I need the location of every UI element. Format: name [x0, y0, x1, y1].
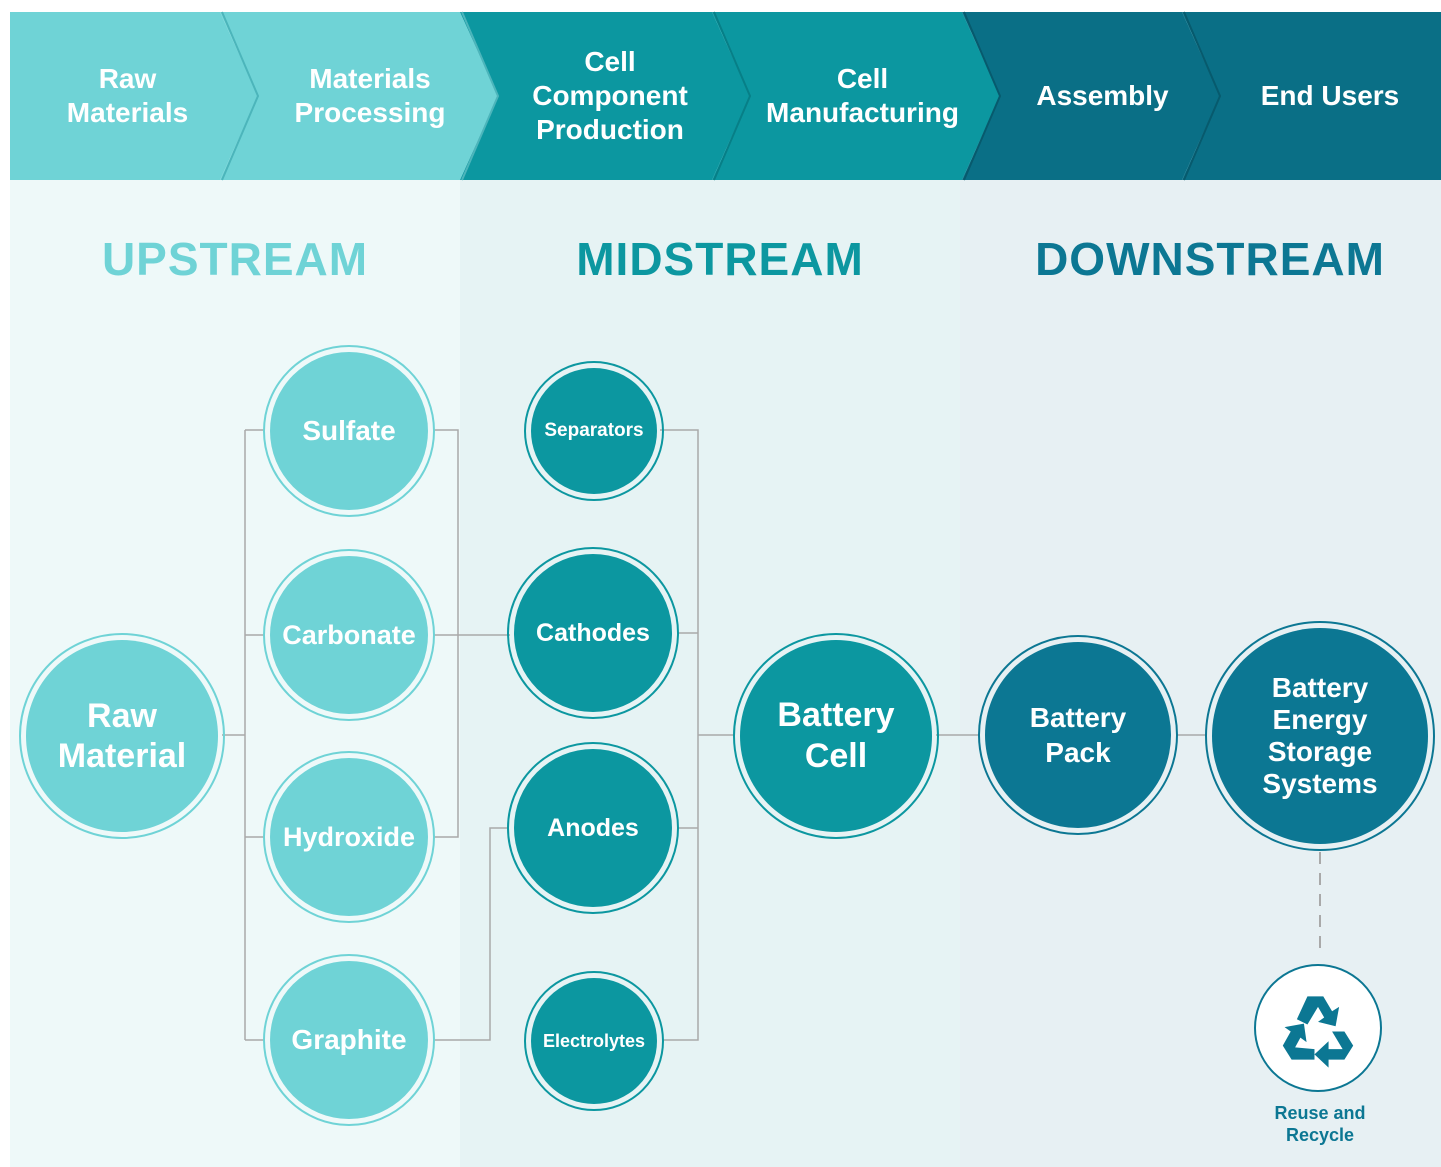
- node-anodes: Anodes: [507, 742, 679, 914]
- stage-label-materials-processing: Materials Processing: [294, 63, 446, 128]
- stage-arrow-raw-materials: [10, 12, 258, 180]
- stage-arrow-cell-component-production: [460, 12, 750, 180]
- node-electrolytes: Electrolytes: [524, 971, 664, 1111]
- node-separators-label: Separators: [544, 420, 644, 441]
- stage-arrow-materials-processing: [220, 12, 498, 180]
- node-sulfate-label: Sulfate: [302, 415, 396, 446]
- node-battery-cell-label: Battery Cell: [777, 696, 895, 775]
- node-graphite: Graphite: [263, 954, 435, 1126]
- node-battery-pack-label: Battery Pack: [1029, 702, 1127, 768]
- stage-label-end-users: End Users: [1260, 80, 1400, 111]
- stage-label-assembly: Assembly: [1036, 80, 1169, 111]
- node-separators: Separators: [524, 361, 664, 501]
- recycle-label: Reuse and Recycle: [1274, 1103, 1366, 1145]
- node-raw-material: Raw Material: [19, 633, 225, 839]
- stage-label-cell-manufacturing: Cell Manufacturing: [766, 63, 959, 128]
- stage-arrow-end-users: [1182, 12, 1441, 180]
- node-hydroxide-label: Hydroxide: [282, 821, 416, 852]
- stage-arrow-assembly: [962, 12, 1220, 180]
- node-raw-material-label: Raw Material: [57, 697, 187, 775]
- recycle-icon: [1282, 996, 1354, 1068]
- node-sulfate: Sulfate: [263, 345, 435, 517]
- midstream-title: MIDSTREAM: [576, 233, 864, 285]
- node-hydroxide: Hydroxide: [263, 751, 435, 923]
- node-electrolytes-label: Electrolytes: [542, 1030, 646, 1051]
- node-cathodes-label: Cathodes: [536, 618, 650, 647]
- stage-label-cell-component-production: Cell Component Production: [532, 46, 688, 145]
- node-anodes-label: Anodes: [547, 813, 639, 842]
- connector-lines: [222, 429, 1206, 1041]
- downstream-title: DOWNSTREAM: [1035, 233, 1385, 285]
- node-battery-energy-storage-systems: Battery Energy Storage Systems: [1205, 621, 1435, 851]
- node-cathodes: Cathodes: [507, 547, 679, 719]
- stage-arrow-cell-manufacturing: [712, 12, 1000, 180]
- recycle-badge: [1254, 964, 1382, 1092]
- node-battery-cell: Battery Cell: [733, 633, 939, 839]
- node-carbonate: Carbonate: [263, 549, 435, 721]
- node-carbonate-label: Carbonate: [282, 619, 416, 650]
- node-graphite-label: Graphite: [291, 1024, 407, 1055]
- node-bess-label: Battery Energy Storage Systems: [1262, 672, 1378, 799]
- upstream-title: UPSTREAM: [101, 233, 369, 285]
- stage-label-raw-materials: Raw Materials: [66, 63, 189, 128]
- node-battery-pack: Battery Pack: [978, 635, 1178, 835]
